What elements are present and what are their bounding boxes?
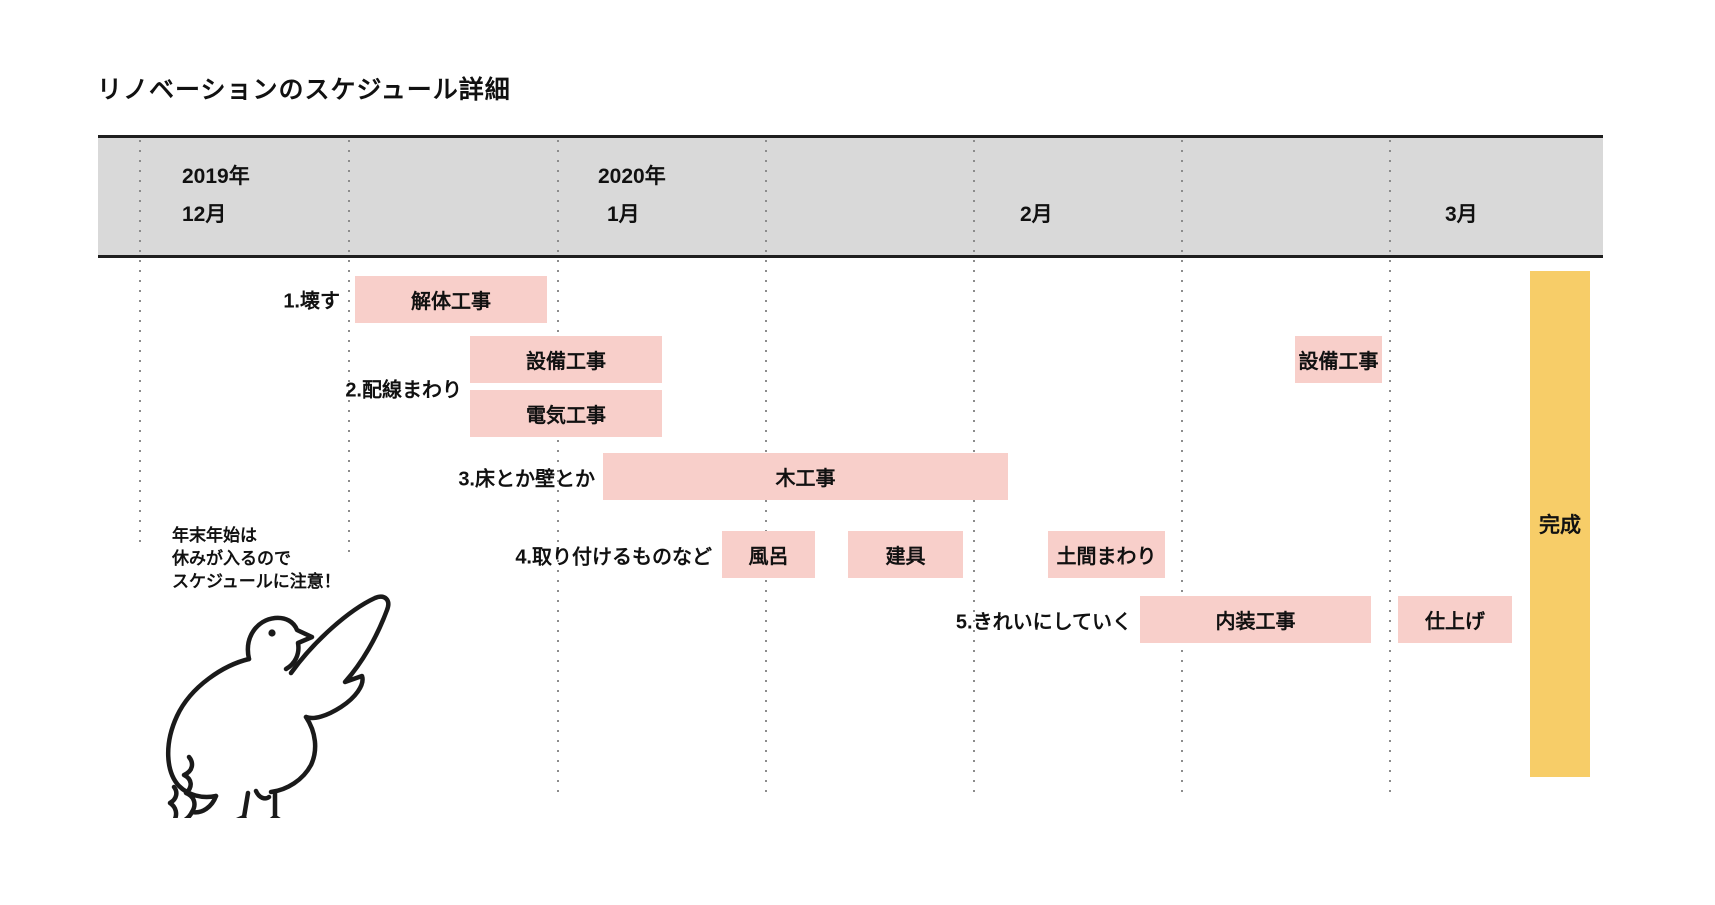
holiday-note-line: 休みが入るので (172, 549, 291, 568)
pigeon-tail-ruffle (181, 754, 219, 815)
task-group-label: 5.きれいにしていく (955, 611, 1132, 634)
task-bar: 仕上げ (1398, 596, 1512, 643)
holiday-note-line: スケジュールに注意！ (172, 572, 341, 591)
gridline (1389, 140, 1391, 793)
month-label: 1月 (607, 203, 640, 226)
pigeon-eye (268, 629, 276, 637)
pigeon-belly-right (268, 714, 318, 795)
pigeon-belly-tuft (253, 788, 272, 801)
month-label: 12月 (182, 203, 227, 226)
pigeon-wing (288, 594, 391, 721)
month-label: 2月 (1020, 203, 1053, 226)
holiday-note-line: 年末年始は (172, 526, 257, 545)
pigeon-illustration (165, 594, 391, 818)
pigeon-leg-right (269, 790, 281, 818)
month-label: 3月 (1445, 203, 1478, 226)
month-label: 2020年 (598, 165, 666, 188)
page-title: リノベーションのスケジュール詳細 (97, 76, 511, 104)
task-bar: 内装工事 (1140, 596, 1371, 643)
gridline (348, 140, 350, 557)
gridline (139, 140, 141, 548)
gridline (1181, 140, 1183, 793)
task-bar: 設備工事 (1295, 336, 1382, 383)
task-bar: 設備工事 (470, 336, 662, 383)
task-bar: 木工事 (603, 453, 1008, 500)
pigeon-tail-ruffle (167, 784, 195, 818)
timeline-header-band (98, 135, 1603, 258)
gridline (557, 140, 559, 793)
task-bar: 解体工事 (355, 276, 547, 323)
pigeon-head-beak (245, 615, 315, 672)
task-bar: 風呂 (722, 531, 815, 578)
pigeon-leg-left (235, 790, 251, 818)
task-bar: 電気工事 (470, 390, 662, 437)
month-label: 2019年 (182, 165, 250, 188)
task-bar: 建具 (848, 531, 963, 578)
pigeon-body-left (165, 656, 252, 800)
task-group-label: 1.壊す (283, 290, 340, 313)
task-group-label: 2.配線まわり (345, 379, 462, 402)
task-bar: 土間まわり (1048, 531, 1165, 578)
completion-bar: 完成 (1530, 271, 1590, 777)
task-group-label: 3.床とか壁とか (458, 468, 595, 491)
holiday-note: 年末年始は 休みが入るので スケジュールに注意！ (172, 524, 341, 593)
task-group-label: 4.取り付けるものなど (515, 546, 712, 569)
